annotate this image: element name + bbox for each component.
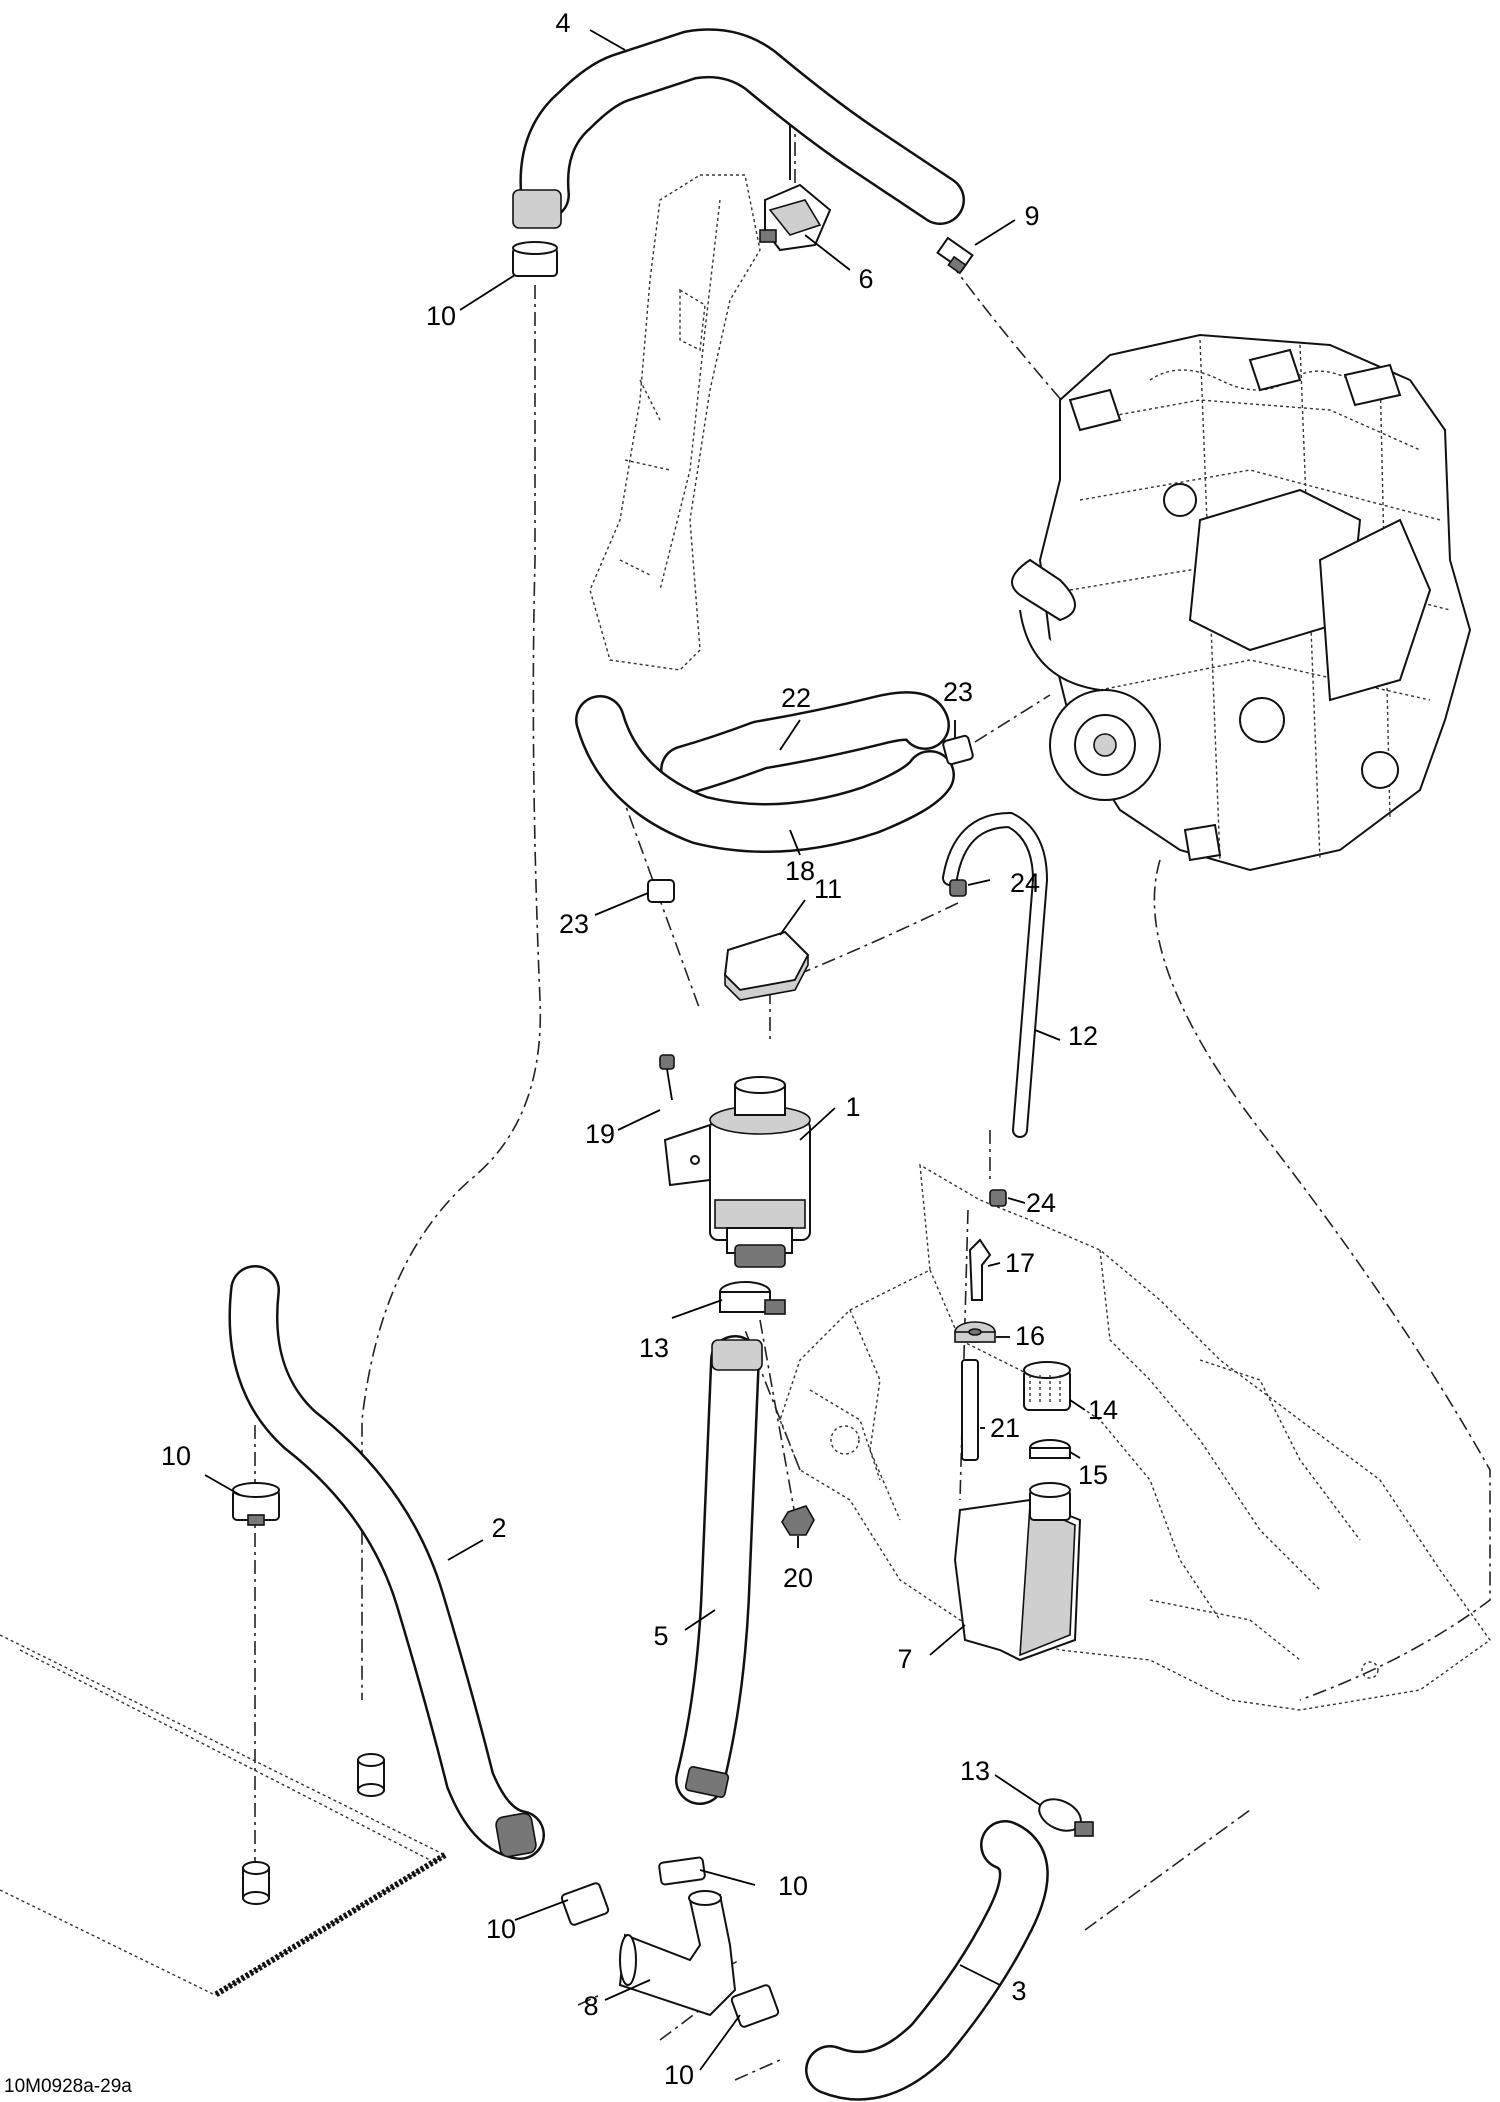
hose-5 [675,1335,763,1805]
clamp-13-top [719,1281,786,1315]
hose-22 [660,691,950,795]
clamp-10-top [512,241,558,277]
leader-lines [204,29,1086,2071]
hose-2 [228,1265,545,1860]
callout-10-mid: 10 [161,1441,191,1471]
callout-6: 6 [858,264,873,294]
grommet-16 [954,1321,996,1343]
coolant-reservoir-7 [953,1482,1082,1662]
callout-17: 17 [1005,1248,1035,1278]
callout-2: 2 [491,1513,506,1543]
sensor-9 [936,236,974,275]
bolt-19 [659,1054,675,1101]
nut-20 [781,1505,815,1536]
callout-16: 16 [1015,1321,1045,1351]
frame-tank-area [779,1163,1491,1711]
hose-4 [512,28,965,229]
callout-15: 15 [1078,1460,1108,1490]
hose-3 [805,1820,1049,2101]
clamp-23-bottom [647,879,675,903]
clamp-6 [759,183,832,252]
callout-labels: 4 6 9 10 22 23 18 11 24 23 12 1 19 24 17… [161,8,1118,2090]
callout-22: 22 [781,683,811,713]
callout-5: 5 [653,1621,668,1651]
clamps-10 [232,241,780,2028]
fitting-17 [968,1238,992,1301]
callout-24-top: 24 [1010,868,1040,898]
frame-bracket [589,174,761,671]
callout-10-top: 10 [426,301,456,331]
callout-10-bottom-left: 10 [486,1914,516,1944]
clamp-10-bottom-c [730,1984,780,2028]
clamp-10-bottom-a [560,1882,610,1926]
callout-4: 4 [555,8,570,38]
callout-14: 14 [1088,1395,1118,1425]
callout-3: 3 [1011,1976,1026,2006]
callout-12: 12 [1068,1021,1098,1051]
clamp-13-bottom [1038,1798,1094,1837]
cap-14 [1023,1361,1071,1411]
expansion-tank-1 [663,1076,811,1268]
callout-21: 21 [990,1413,1020,1443]
callout-23-top: 23 [943,677,973,707]
radiator [0,1634,447,1998]
clamp-24-bottom [989,1189,1007,1207]
callout-10-bottom-right: 10 [778,1871,808,1901]
callout-13-top: 13 [639,1333,669,1363]
engine-assembly [1011,333,1472,872]
callout-13-bottom: 13 [960,1756,990,1786]
callout-8: 8 [583,1991,598,2021]
callout-11: 11 [814,874,842,904]
callout-10-bottom: 10 [664,2060,694,2090]
clamp-10-bottom-b [658,1856,706,1886]
callout-7: 7 [897,1644,912,1674]
callout-9: 9 [1024,201,1039,231]
tube-21 [961,1359,979,1461]
gasket-15 [1029,1439,1071,1459]
clamp-23-top [942,734,974,766]
callout-23-bottom: 23 [559,909,589,939]
pressure-cap-11 [723,930,810,1001]
hose-12 [942,811,1049,1138]
routing-lines [254,115,1491,2081]
clamps-13 [719,1281,1094,1837]
figure-code: 10M0928a-29a [4,2076,132,2097]
radiator-inlet-neck-2 [357,1753,385,1797]
clamp-10-mid-left [232,1482,280,1526]
callout-1: 1 [845,1092,860,1122]
callout-19: 19 [585,1119,615,1149]
callout-18: 18 [785,856,815,886]
callout-24-bottom: 24 [1026,1188,1056,1218]
radiator-inlet-neck-1 [242,1861,270,1905]
hose-18 [575,695,955,853]
clamp-24-top [949,879,967,897]
tee-fitting-8 [618,1890,737,2017]
callout-20: 20 [783,1563,813,1593]
